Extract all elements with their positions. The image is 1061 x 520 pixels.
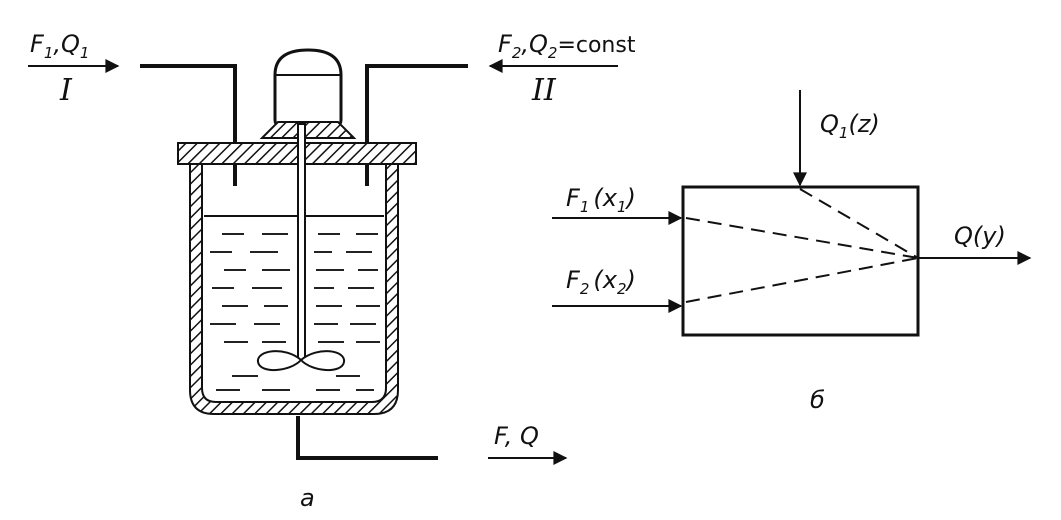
inlet-1-label: F1,Q1 I — [28, 30, 120, 108]
svg-text:F, Q: F, Q — [494, 422, 539, 450]
inlet-2-pipe — [365, 64, 468, 186]
motor — [259, 48, 357, 139]
liquid — [210, 233, 380, 391]
svg-text:F1,Q1: F1,Q1 — [30, 30, 89, 62]
stirrer-shaft — [297, 123, 306, 361]
outlet-pipe — [296, 416, 438, 460]
influence-lines — [685, 188, 919, 303]
f2-label: F2(x2) — [566, 266, 636, 298]
block-diagram: Q1(z) F1(x1) F2(x2) Q(y) б — [552, 90, 1032, 414]
caption-b: б — [810, 386, 825, 414]
tank-wall — [189, 163, 399, 415]
inlet-2-roman: II — [531, 73, 557, 108]
outlet-label: F, Q — [488, 422, 568, 465]
f1-label: F1(x1) — [566, 184, 636, 216]
process-block — [681, 185, 920, 337]
caption-a: a — [300, 484, 315, 512]
inlet-2-label: F2,Q2=const II — [488, 30, 636, 108]
svg-text:F2,Q2=const: F2,Q2=const — [498, 30, 636, 62]
inlet-1-roman: I — [59, 73, 73, 108]
q-output-label: Q(y) — [954, 222, 1006, 250]
impeller — [257, 350, 345, 371]
inlet-1-pipe — [140, 64, 237, 186]
q1-label: Q1(z) — [820, 110, 880, 142]
tank-diagram: F1,Q1 I F2,Q2=const II — [28, 30, 636, 512]
